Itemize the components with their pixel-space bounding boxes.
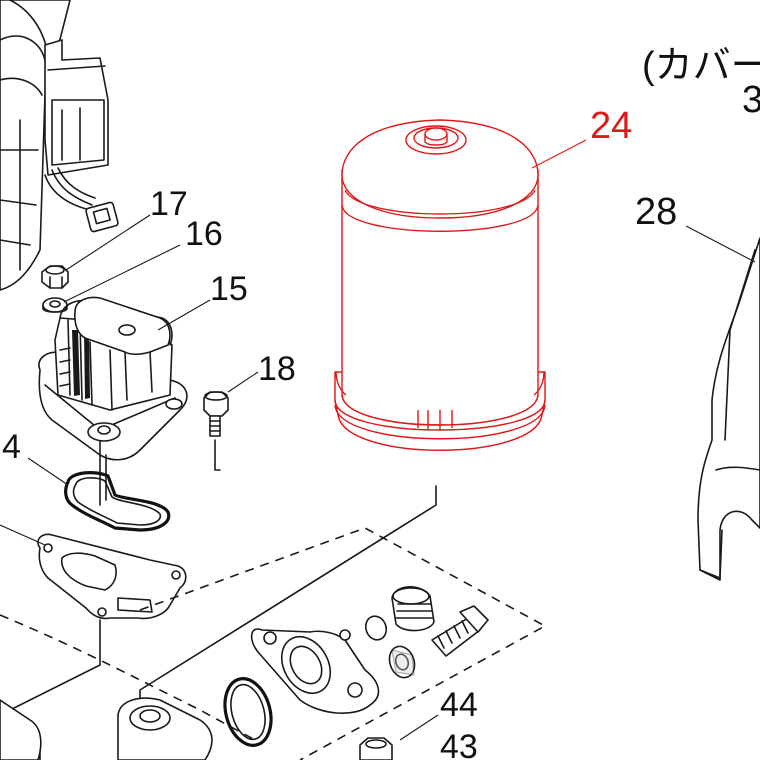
callout-labels: (カバー 3 24 28 17 16 15 18 4 44 43 — [2, 45, 760, 760]
callout-24: 24 — [590, 105, 632, 147]
motor-housing — [0, 0, 119, 291]
fitting-group — [0, 485, 547, 760]
callout-28: 28 — [635, 191, 677, 233]
bolt-18 — [203, 391, 229, 471]
callout-15: 15 — [210, 270, 248, 308]
callout-17: 17 — [150, 185, 188, 223]
callout-16: 16 — [185, 215, 223, 253]
nut-17 — [41, 265, 69, 289]
lever-bracket-28 — [697, 237, 760, 581]
gasket-4 — [64, 471, 171, 532]
cover-caption: (カバー — [642, 45, 760, 87]
callout-43: 43 — [440, 728, 478, 760]
flange-plate — [37, 533, 187, 620]
callout-4: 4 — [2, 428, 21, 466]
callout-44: 44 — [440, 686, 478, 724]
actuator-assembly-15 — [38, 296, 188, 506]
filter-cylinder-24 — [334, 119, 546, 451]
callout-18: 18 — [258, 350, 296, 388]
leader-lines — [0, 139, 756, 741]
cover-caption-suffix: 3 — [742, 79, 760, 121]
washer-16 — [42, 297, 68, 313]
